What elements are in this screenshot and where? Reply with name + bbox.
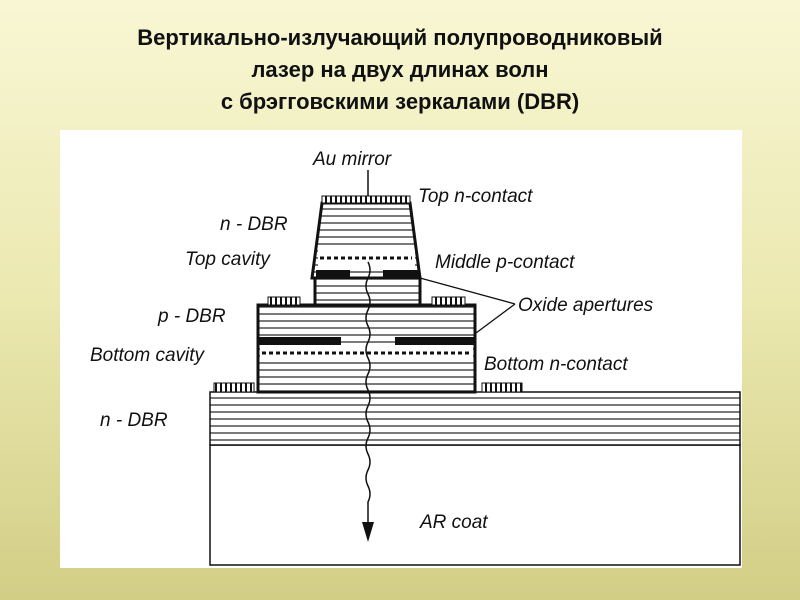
middle-p-contact-right [431, 296, 466, 306]
label-top-n-contact: Top n-contact [418, 186, 533, 207]
substrate [209, 444, 741, 566]
oxide-aperture-top-left [316, 270, 350, 278]
oxide-aperture-bottom-left [258, 337, 341, 345]
label-n-dbr-bottom: n - DBR [100, 410, 168, 431]
bottom-n-contact-right [481, 382, 523, 393]
label-bottom-cavity: Bottom cavity [90, 345, 206, 366]
title-line-3: с брэгговскими зеркалами (DBR) [220, 89, 580, 114]
title-line-1: Вертикально-излучающий полупроводниковый [137, 25, 663, 50]
label-ar-coat: AR coat [419, 512, 488, 533]
title-line-2: лазер на двух длинах волн [251, 57, 549, 82]
label-top-cavity: Top cavity [185, 249, 271, 270]
bottom-n-dbr [209, 391, 741, 446]
top-n-contact [321, 195, 411, 204]
arrow-down-icon [362, 522, 374, 542]
oxide-pointer-1 [419, 277, 516, 305]
label-middle-p-contact: Middle p-contact [435, 252, 575, 273]
oxide-aperture-bottom-right [395, 337, 475, 345]
oxide-pointer-2 [475, 303, 516, 334]
label-au-mirror: Au mirror [312, 149, 392, 170]
label-n-dbr-top: n - DBR [220, 214, 288, 235]
slide-title: Вертикально-излучающий полупроводниковый… [0, 22, 800, 118]
bottom-n-contact-left [213, 382, 255, 393]
oxide-aperture-top-right [383, 270, 419, 278]
label-oxide-apertures: Oxide apertures [518, 295, 654, 316]
top-cavity-region [318, 250, 415, 268]
label-p-dbr: p - DBR [157, 306, 226, 327]
middle-p-contact-left [267, 296, 301, 306]
emission-beam [365, 261, 371, 524]
label-bottom-n-contact: Bottom n-contact [484, 354, 628, 375]
